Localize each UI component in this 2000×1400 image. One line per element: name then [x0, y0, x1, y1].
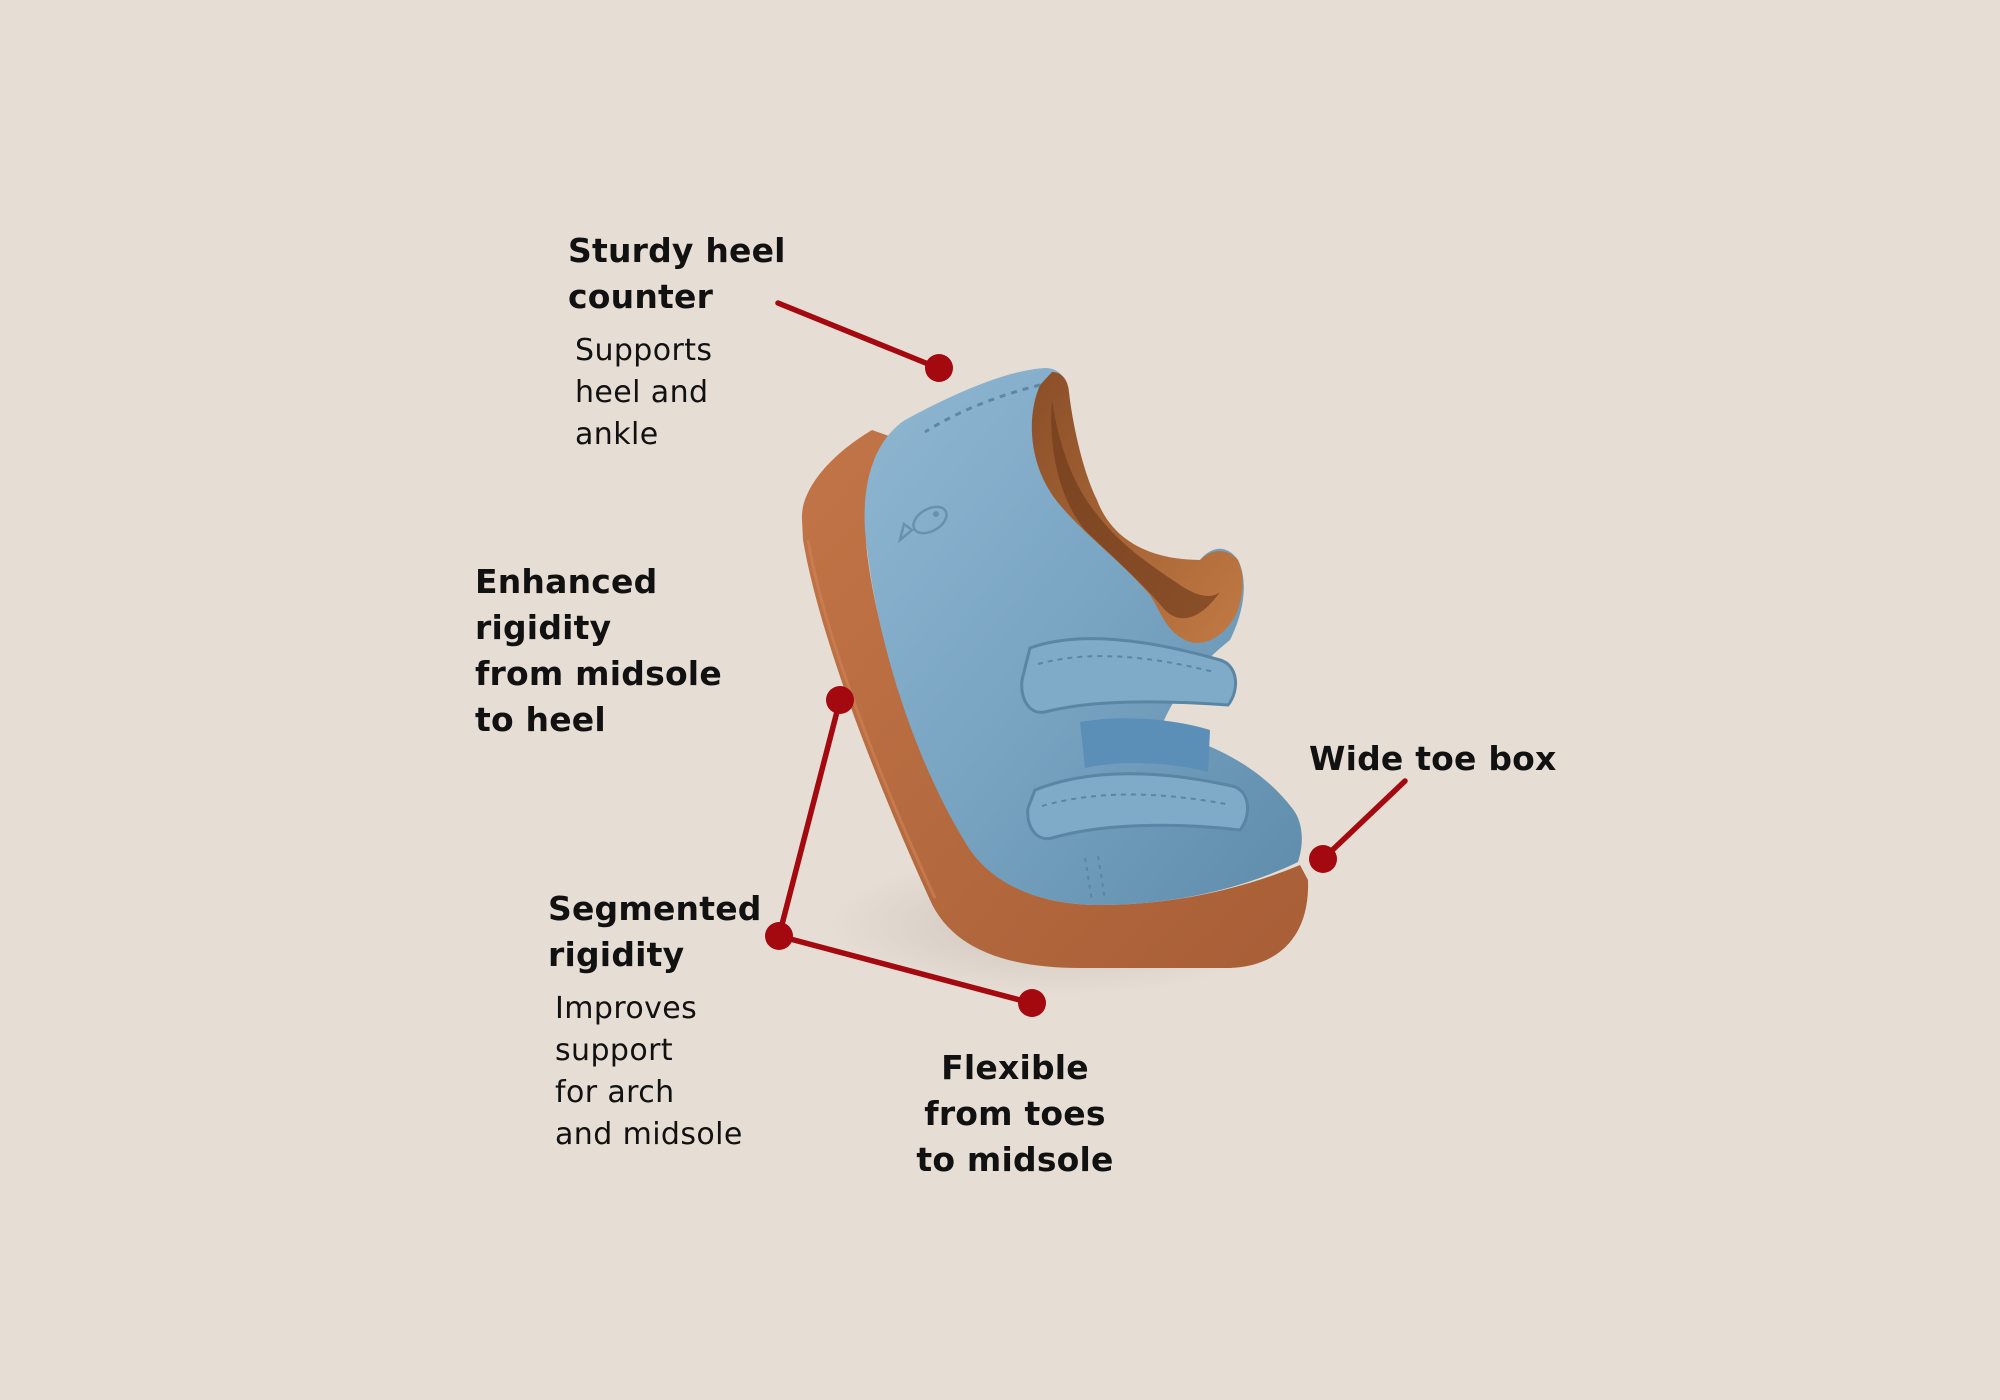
callout-enhanced-rigidity: Enhanced rigidity from midsole to heel — [475, 559, 755, 743]
callout-heel-counter-description: Supports heel and ankle — [575, 333, 713, 452]
upper-strap — [1020, 637, 1237, 714]
leader-line-flexible — [776, 933, 1034, 1006]
lower-strap — [1026, 772, 1249, 841]
toe-stitch — [1084, 857, 1093, 901]
leader-dot-toe — [1309, 845, 1337, 873]
callout-segmented-rigidity: Segmented rigidity Improves support for … — [548, 886, 808, 1156]
leader-line-toe — [1320, 778, 1408, 862]
leader-dot-segmented — [765, 922, 793, 950]
leader-line-heel — [775, 300, 941, 371]
collar-seam — [924, 383, 1041, 434]
callout-segmented-rigidity-description: Improves support for arch and midsole — [555, 991, 743, 1152]
sole-edge — [806, 539, 937, 899]
leader-lines — [765, 300, 1408, 1017]
shoe-lining — [1031, 372, 1243, 643]
shoe-insole — [1051, 400, 1220, 619]
leader-dot-heel — [925, 354, 953, 382]
shoe-sole — [801, 430, 1309, 968]
shoe-upper — [864, 368, 1302, 905]
callout-wide-toe-box-title: Wide toe box — [1309, 739, 1557, 778]
lower-strap-stitch — [1041, 793, 1227, 807]
callout-flexible-title: Flexible from toes to midsole — [916, 1048, 1114, 1179]
upper-strap-stitch — [1037, 655, 1215, 673]
callout-flexible: Flexible from toes to midsole — [900, 1045, 1130, 1183]
callout-heel-counter-title: Sturdy heel counter — [568, 231, 786, 316]
leader-line-enhanced — [776, 697, 843, 939]
velcro-patch — [1080, 718, 1210, 772]
leader-dot-flexible — [1018, 989, 1046, 1017]
callout-heel-counter: Sturdy heel counter Supports heel and an… — [568, 228, 828, 456]
callout-enhanced-rigidity-title: Enhanced rigidity from midsole to heel — [475, 562, 722, 739]
callout-segmented-rigidity-title: Segmented rigidity — [548, 889, 762, 974]
shoe-icon — [801, 368, 1309, 995]
fish-logo-icon — [897, 505, 948, 544]
callout-wide-toe-box: Wide toe box — [1309, 736, 1609, 782]
leader-dot-enhanced — [826, 686, 854, 714]
